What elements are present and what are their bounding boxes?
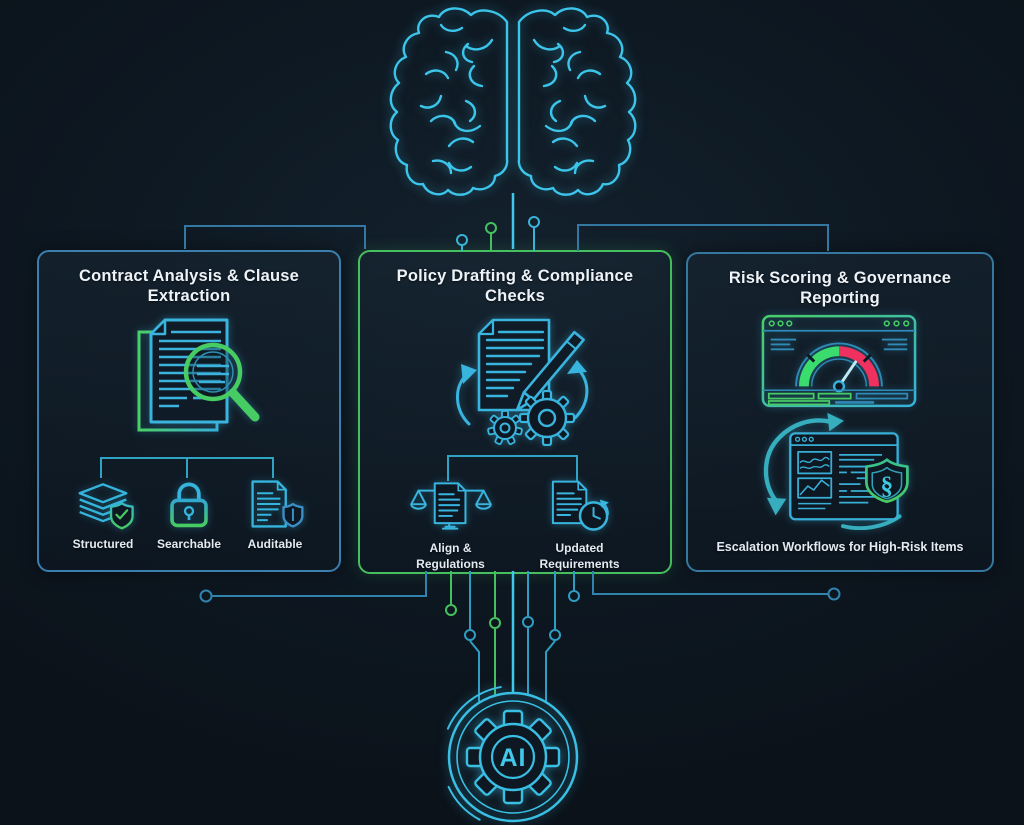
item-label: Auditable bbox=[247, 537, 303, 551]
layers-shield-icon bbox=[78, 483, 134, 530]
item-label: Align & Regulations bbox=[416, 541, 485, 571]
circuit-traces-bottom bbox=[199, 571, 841, 703]
escalation-caption: Escalation Workflows for High-Risk Items bbox=[716, 540, 964, 554]
policy-items-row: Align & Regulations Updated Requirements bbox=[360, 478, 670, 572]
document-pen-gears-icon bbox=[456, 318, 589, 446]
document-magnifier-icon bbox=[137, 318, 260, 432]
ai-core-emblem: AI bbox=[441, 685, 586, 825]
panel-title: Risk Scoring & Governance Reporting bbox=[728, 269, 952, 308]
item-searchable: Searchable bbox=[146, 478, 232, 553]
gauge-dashboard-icon bbox=[761, 314, 917, 408]
brain-icon bbox=[389, 7, 637, 196]
shield-section-glyph: § bbox=[881, 472, 894, 500]
panel-risk-scoring: Risk Scoring & Governance Reporting bbox=[686, 252, 994, 572]
panel-contract-analysis: Contract Analysis & Clause Extraction bbox=[37, 250, 341, 572]
panel-title: Policy Drafting & Compliance Checks bbox=[396, 267, 634, 306]
scales-document-icon bbox=[409, 482, 492, 530]
panel-title: Contract Analysis & Clause Extraction bbox=[78, 267, 300, 306]
item-label: Updated Requirements bbox=[539, 541, 620, 571]
item-label: Structured bbox=[72, 537, 134, 551]
contract-items-row: Structured Searchable bbox=[39, 478, 339, 553]
ai-core-label: AI bbox=[500, 744, 527, 772]
item-auditable: Auditable bbox=[232, 478, 318, 553]
escalation-shield-icon: § bbox=[763, 412, 909, 530]
item-updated-requirements: Updated Requirements bbox=[525, 478, 635, 572]
lock-icon bbox=[170, 482, 208, 528]
circuit-traces-top bbox=[184, 193, 829, 251]
document-clock-icon bbox=[551, 480, 609, 531]
item-align-regulations: Align & Regulations bbox=[396, 478, 506, 572]
panel-policy-drafting: Policy Drafting & Compliance Checks bbox=[358, 250, 672, 574]
item-label: Searchable bbox=[156, 537, 222, 551]
document-shield-icon bbox=[251, 480, 304, 528]
item-structured: Structured bbox=[60, 478, 146, 553]
